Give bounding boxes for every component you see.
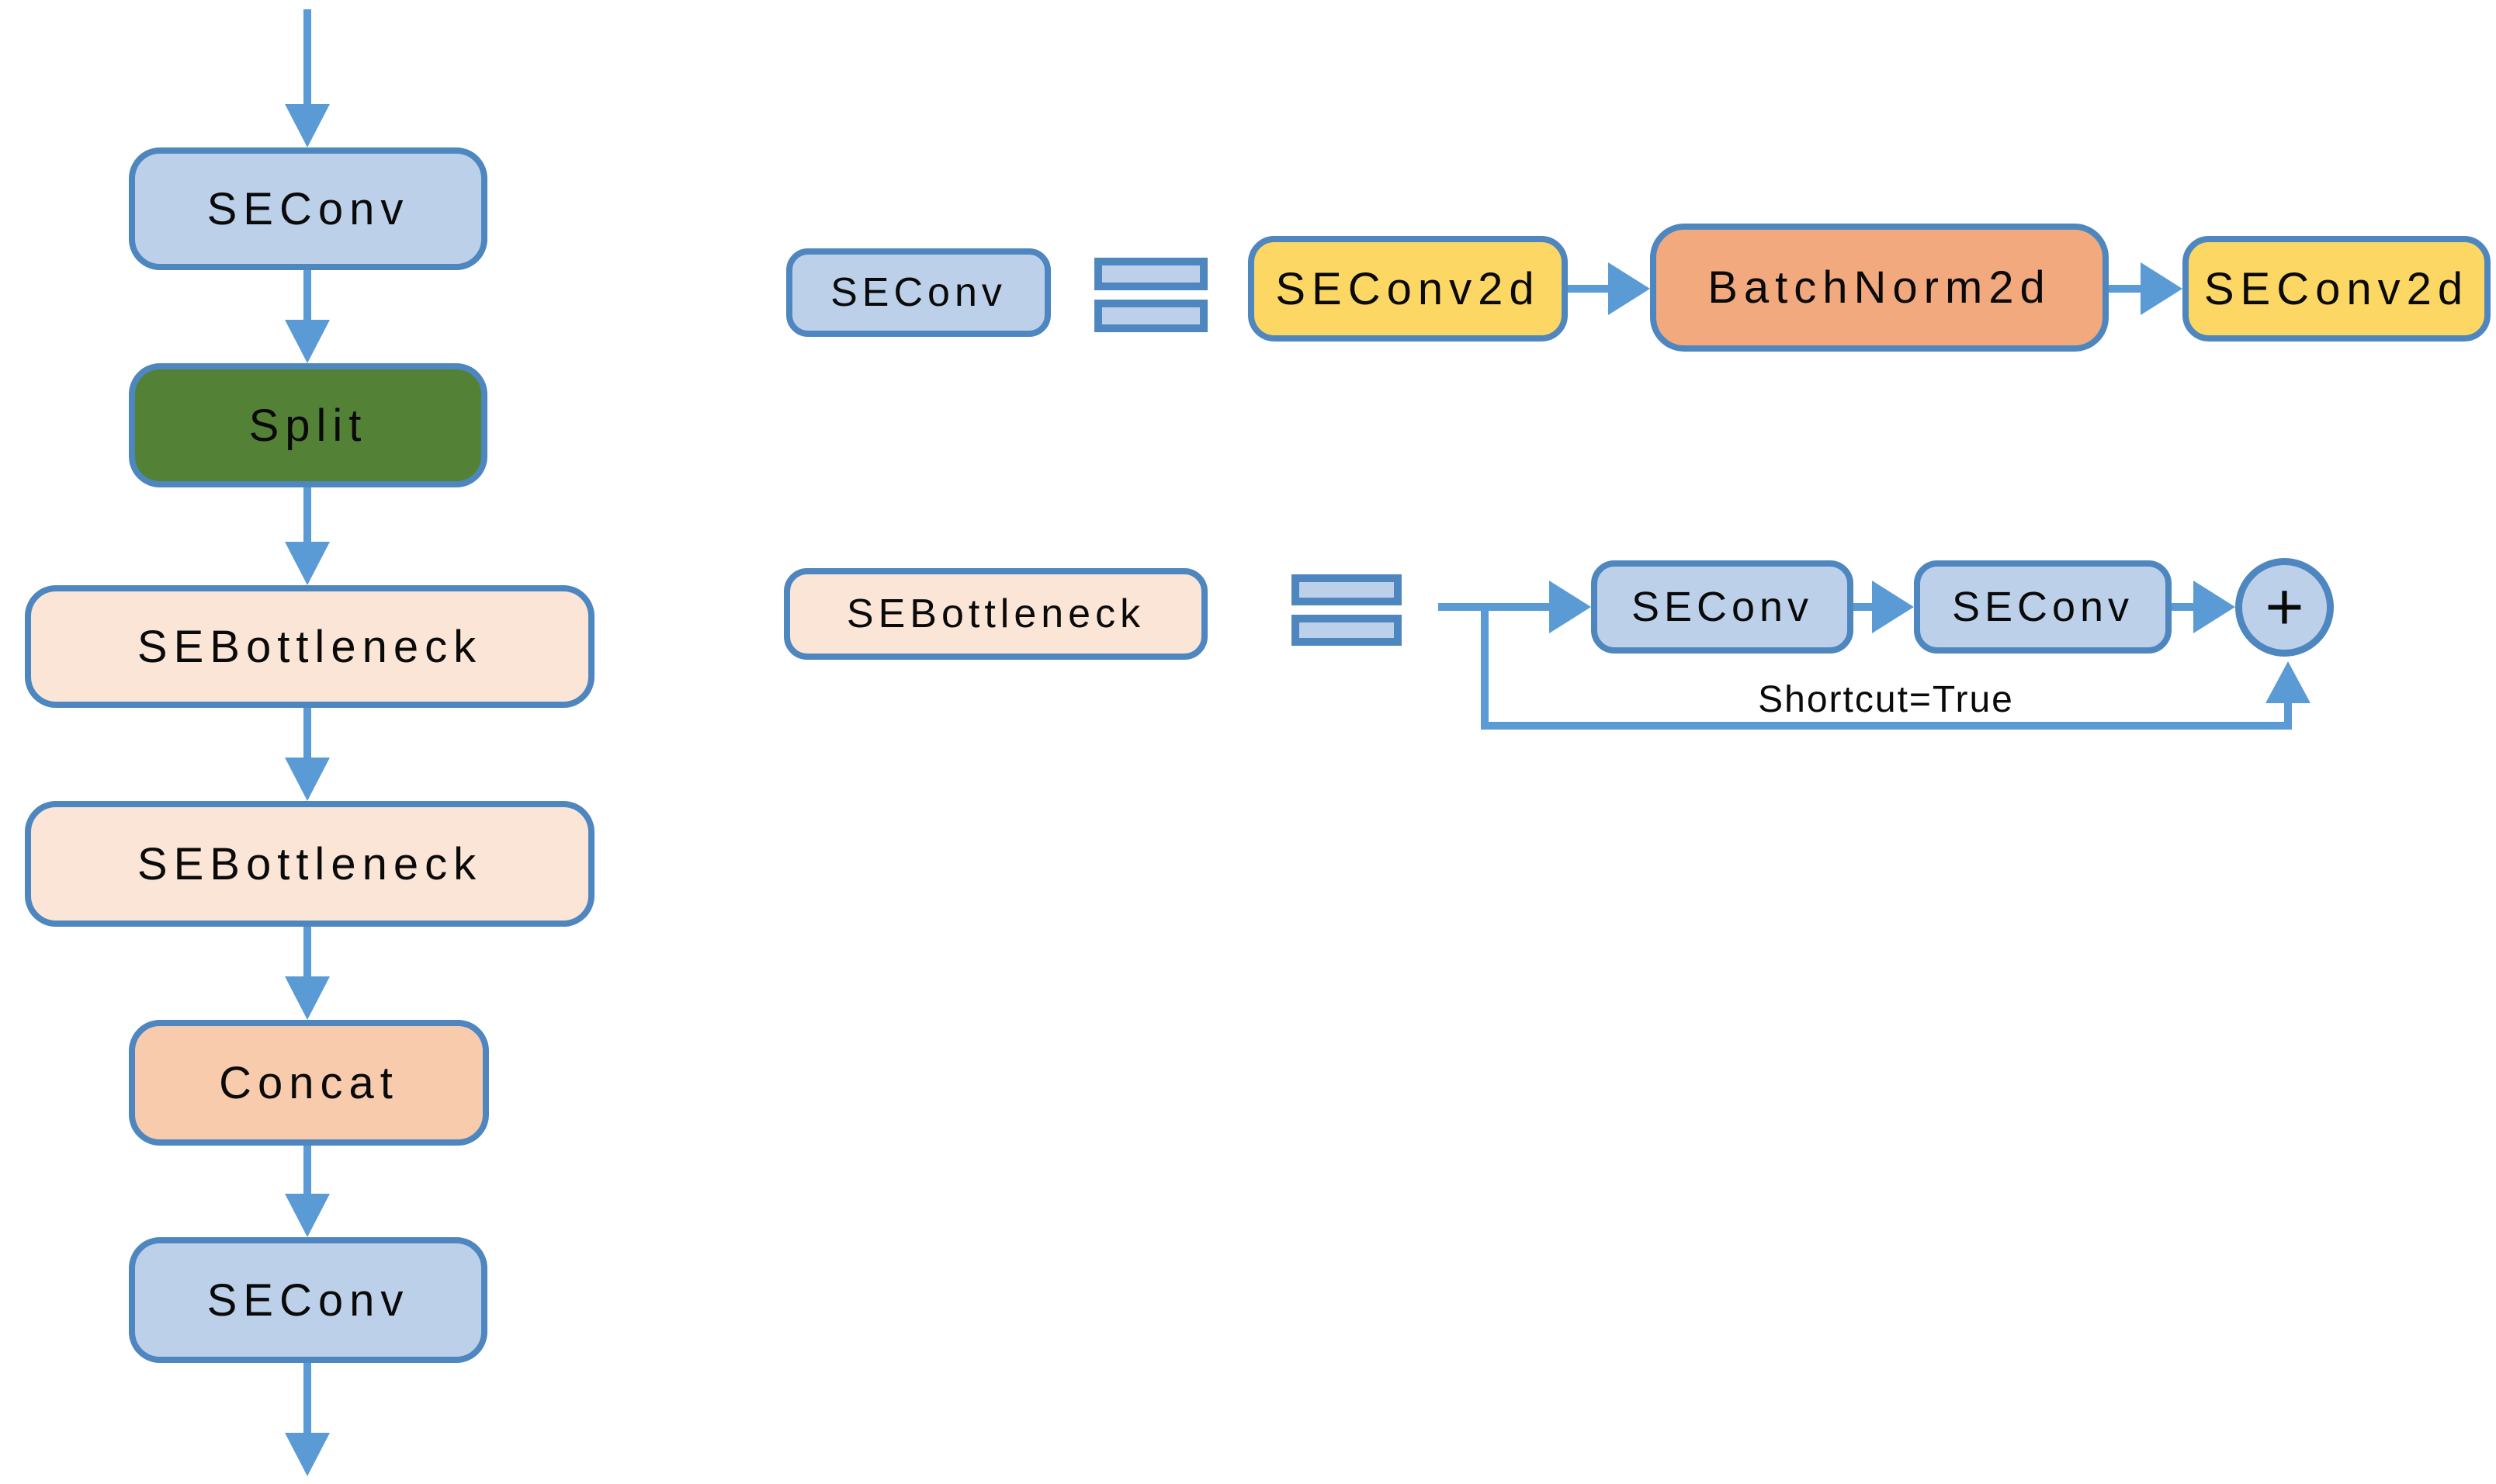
right-arrow-icon	[1853, 581, 1914, 633]
node-label: SEConv	[206, 183, 410, 234]
equals-bar	[1094, 300, 1208, 332]
backbone-node-seconv-2: SEConv	[129, 1237, 487, 1363]
arrow-head	[285, 1194, 330, 1237]
arrow-shaft	[303, 1146, 311, 1194]
down-arrow-icon	[285, 9, 330, 147]
seconv-step-box-1: SEConv	[1591, 560, 1853, 654]
arrow-shaft	[303, 1363, 311, 1433]
arrow-shaft	[303, 927, 311, 976]
arrow-head	[1549, 581, 1591, 633]
backbone-node-split: Split	[129, 363, 487, 487]
node-label: SEBottleneck	[137, 838, 483, 889]
arrow-shaft	[2109, 285, 2141, 293]
backbone-node-seconv-1: SEConv	[129, 147, 487, 270]
arrow-head	[285, 1433, 330, 1476]
node-label: SEConv	[830, 270, 1007, 315]
seconv2d-box-1: SEConv2d	[1248, 236, 1568, 342]
arrow-shaft	[2284, 703, 2292, 728]
node-label: SEConv2d	[2203, 263, 2470, 314]
batchnorm2d-box: BatchNorm2d	[1650, 224, 2109, 352]
right-arrow-icon	[1438, 581, 1591, 633]
equals-bar	[1094, 258, 1208, 290]
arrow-head	[1872, 581, 1914, 633]
node-label: Split	[248, 400, 368, 451]
equals-icon	[1291, 574, 1402, 647]
equals-icon	[1094, 258, 1208, 332]
backbone-node-sebottleneck-2: SEBottleneck	[25, 801, 595, 927]
node-label: SEConv2d	[1275, 263, 1541, 314]
seconv-step-box-2: SEConv	[1914, 560, 2172, 654]
arrow-shaft	[1853, 603, 1872, 611]
down-arrow-icon	[285, 487, 330, 585]
arrow-head	[285, 104, 330, 147]
arrow-shaft	[303, 270, 311, 320]
arrow-head	[1608, 262, 1650, 315]
arrow-shaft	[303, 708, 311, 758]
shortcut-label: Shortcut=True	[1758, 679, 2014, 720]
node-label: BatchNorm2d	[1707, 262, 2051, 313]
arrow-shaft	[1568, 285, 1608, 293]
down-arrow-icon	[285, 270, 330, 363]
shortcut-bottom-line	[1481, 722, 2292, 730]
seconv2d-box-2: SEConv2d	[2182, 236, 2491, 342]
node-label: SEConv	[1631, 584, 1814, 630]
right-arrow-icon	[1568, 262, 1650, 315]
plus-icon: +	[2265, 570, 2304, 644]
legend-seconv-box: SEConv	[786, 248, 1051, 337]
node-label: SEConv	[206, 1274, 410, 1326]
down-arrow-icon	[285, 708, 330, 801]
node-label: SEConv	[1951, 584, 2134, 630]
down-arrow-icon	[285, 1146, 330, 1237]
arrow-head	[285, 976, 330, 1020]
arrow-shaft	[303, 487, 311, 542]
arrow-head	[285, 542, 330, 585]
equals-bar	[1291, 615, 1402, 646]
right-arrow-icon	[2172, 581, 2235, 633]
node-label: Concat	[219, 1057, 399, 1108]
down-arrow-icon	[285, 1363, 330, 1476]
legend-sebottleneck-box: SEBottleneck	[784, 568, 1208, 660]
arrow-head	[2141, 262, 2182, 315]
arrow-shaft	[303, 9, 311, 104]
node-label: SEBottleneck	[137, 621, 483, 672]
arrow-shaft	[1438, 603, 1549, 611]
arrow-head	[2265, 661, 2311, 703]
sum-plus-circle: +	[2235, 558, 2334, 657]
equals-bar	[1291, 574, 1402, 605]
arrow-head	[285, 758, 330, 801]
arrow-head	[285, 320, 330, 363]
right-arrow-icon	[2109, 262, 2182, 315]
backbone-node-sebottleneck-1: SEBottleneck	[25, 585, 595, 708]
up-arrow-icon	[2265, 661, 2311, 728]
shortcut-branch-line	[1481, 607, 1489, 728]
down-arrow-icon	[285, 927, 330, 1020]
arrow-shaft	[2172, 603, 2193, 611]
node-label: SEBottleneck	[846, 591, 1146, 636]
backbone-node-concat: Concat	[129, 1020, 489, 1146]
arrow-head	[2193, 581, 2235, 633]
